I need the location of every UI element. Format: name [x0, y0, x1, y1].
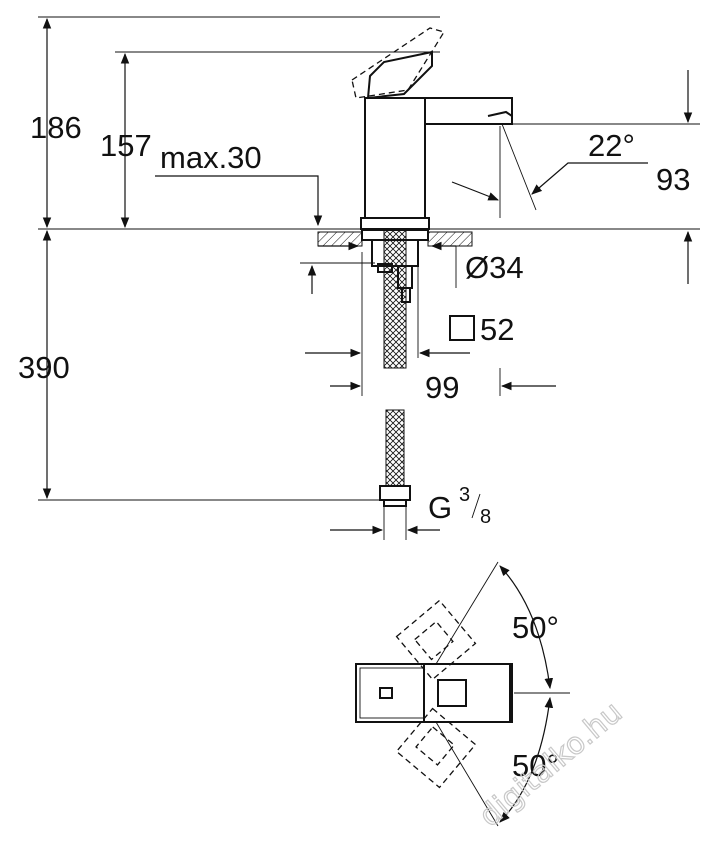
installation-section: [317, 229, 473, 507]
thread-fraction-bar: [471, 493, 481, 519]
faucet-side-view: [351, 27, 513, 230]
dim-spout-height: 157: [100, 128, 152, 163]
faucet-top-view: [355, 561, 570, 827]
dim-lever-angle-up: 50°: [512, 610, 559, 645]
dim-thread-numerator: 3: [459, 484, 470, 506]
dim-thread-denominator: 8: [480, 506, 491, 528]
dim-total-height: 186: [30, 110, 82, 145]
dim-lever-angle-down: 50°: [512, 748, 559, 783]
dim-spout-angle: 22°: [588, 128, 635, 163]
dim-hose-length: 390: [18, 350, 70, 385]
dimension-lines: [38, 16, 700, 540]
dim-base-offset: 99: [425, 370, 459, 405]
dim-max-thickness: max.30: [160, 140, 262, 175]
watermark: digitalko.hu: [473, 695, 630, 834]
dim-hole-diameter: Ø34: [465, 250, 524, 285]
dim-spout-reach: 93: [656, 162, 690, 197]
dim-thread-g: G: [428, 490, 452, 525]
dim-base-square: 52: [480, 312, 514, 347]
